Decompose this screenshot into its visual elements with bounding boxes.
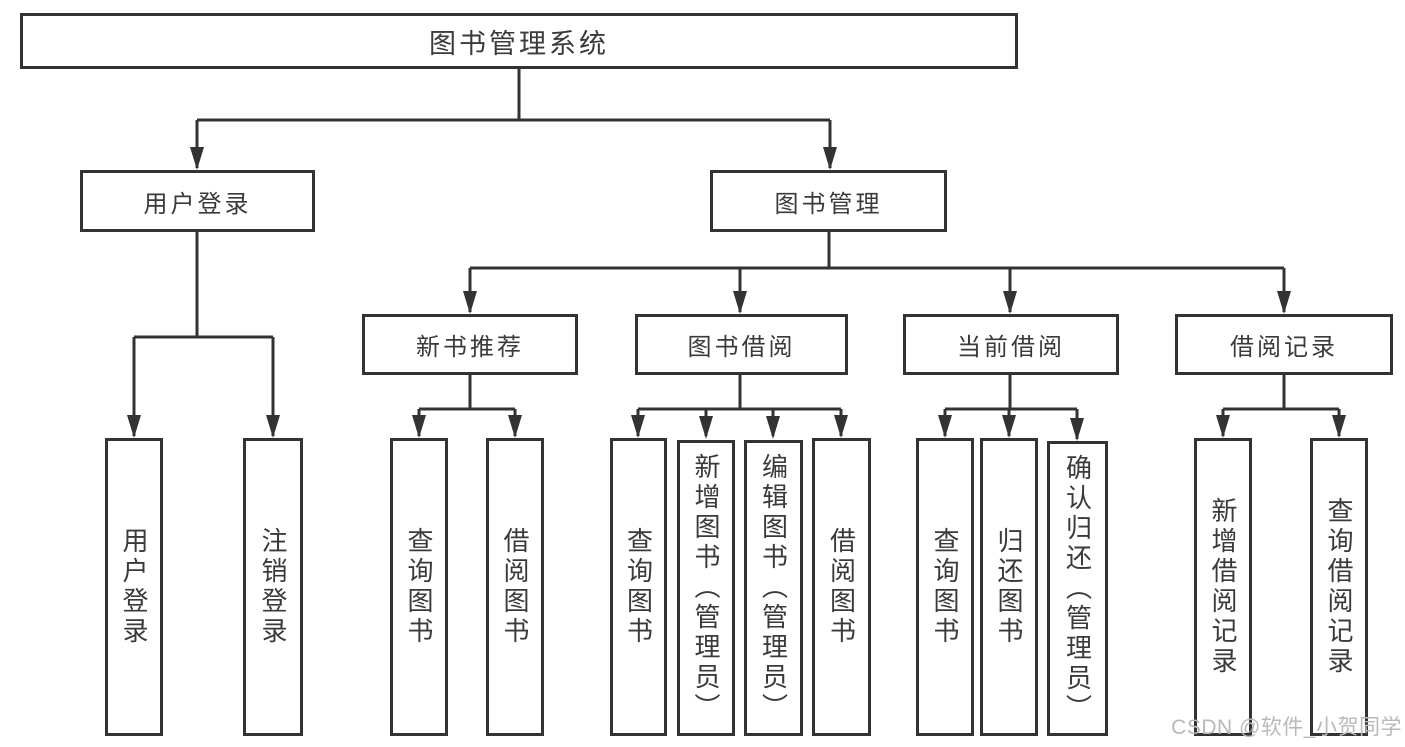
node-user-login: 用户登录 [80,170,315,232]
leaf-logout-login: 注销登录 [243,438,303,736]
leaf-borrow-query-books: 查询图书 [610,438,667,736]
leaf-borrow-borrow-books: 借阅图书 [812,438,871,736]
arrowhead [823,147,837,170]
watermark: CSDN @软件_小贺同学 [1171,716,1402,739]
arrowhead [127,415,141,438]
leaf-borrow-edit-books-admin-label: 编辑图书（管理员） [758,453,789,723]
arrowhead [266,415,280,438]
arrowhead [699,416,713,439]
leaf-recommend-borrow-books-label: 借阅图书 [500,527,530,647]
arrowhead [1216,415,1230,438]
node-root: 图书管理系统 [20,13,1018,69]
leaf-recommend-query-books-label: 查询图书 [404,527,434,647]
arrowhead [766,416,780,439]
node-book-borrow: 图书借阅 [635,314,848,375]
leaf-user-login-label: 用户登录 [119,527,149,647]
leaf-borrow-add-books-admin: 新增图书（管理员） [677,440,735,736]
arrowheads [127,147,1346,441]
arrowhead [508,415,522,438]
arrowhead [1332,415,1346,438]
leaf-logout-login-label: 注销登录 [258,527,288,647]
node-current-borrow-label: 当前借阅 [957,334,1065,361]
arrowhead [631,415,645,438]
leaf-borrow-query-books-label: 查询图书 [623,527,654,647]
leaf-current-confirm-return-admin: 确认归还（管理员） [1047,441,1108,736]
node-current-borrow: 当前借阅 [903,314,1119,375]
leaf-current-return-books: 归还图书 [980,438,1038,736]
leaf-current-query-books: 查询图书 [916,438,974,736]
leaf-current-return-books-label: 归还图书 [994,527,1024,647]
node-new-book-recommend-label: 新书推荐 [416,334,524,361]
arrowhead [1277,291,1291,314]
leaf-records-query-borrow-record: 查询借阅记录 [1310,438,1368,736]
leaf-current-query-books-label: 查询图书 [930,527,960,647]
leaf-records-add-borrow-record-label: 新增借阅记录 [1208,497,1238,677]
node-book-management: 图书管理 [710,170,947,232]
leaf-borrow-edit-books-admin: 编辑图书（管理员） [744,440,803,736]
leaf-recommend-query-books: 查询图书 [390,438,448,736]
node-root-label: 图书管理系统 [429,28,609,59]
leaf-recommend-borrow-books: 借阅图书 [486,438,544,736]
leaf-user-login: 用户登录 [105,438,163,736]
arrowhead [463,291,477,314]
arrowhead [1002,415,1016,438]
arrowhead [733,291,747,314]
node-borrow-records: 借阅记录 [1175,314,1393,375]
node-user-login-label: 用户登录 [143,190,252,218]
node-book-management-label: 图书管理 [774,190,883,218]
arrowhead [412,415,426,438]
arrowhead [834,415,848,438]
node-borrow-records-label: 借阅记录 [1230,334,1338,361]
arrowhead [190,147,204,170]
arrowhead [1070,418,1084,441]
leaf-current-confirm-return-admin-label: 确认归还（管理员） [1062,453,1093,724]
arrowhead [938,415,952,438]
leaf-records-query-borrow-record-label: 查询借阅记录 [1324,497,1354,677]
leaf-records-add-borrow-record: 新增借阅记录 [1194,438,1252,736]
node-new-book-recommend: 新书推荐 [362,314,578,375]
arrowhead [1003,291,1017,314]
leaf-borrow-borrow-books-label: 借阅图书 [826,527,857,647]
leaf-borrow-add-books-admin-label: 新增图书（管理员） [691,453,721,723]
node-book-borrow-label: 图书借阅 [687,334,796,361]
connector-paths [132,69,1341,439]
